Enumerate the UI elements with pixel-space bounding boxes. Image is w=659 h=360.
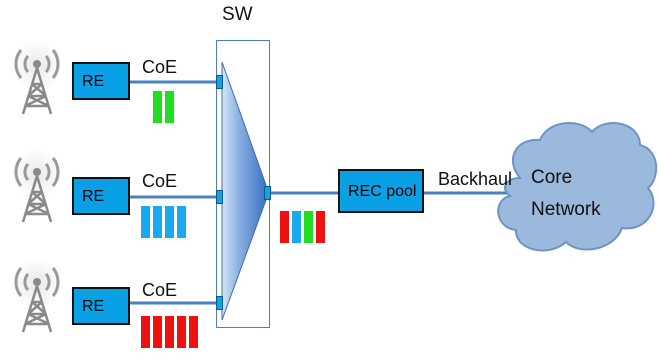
re-box-3: RE xyxy=(72,287,130,325)
re-box-1: RE xyxy=(72,62,130,100)
re-label: RE xyxy=(82,73,105,90)
switch-port-in-1 xyxy=(216,75,223,89)
frame-block xyxy=(188,315,199,349)
coe-label-2: CoE xyxy=(142,171,178,191)
frame-block xyxy=(176,315,187,349)
frame-block xyxy=(140,315,151,349)
switch-funnel xyxy=(221,61,267,321)
switch-label: SW xyxy=(222,4,253,25)
antenna-icon xyxy=(11,40,63,115)
switch-port-in-3 xyxy=(216,296,223,310)
core-network-cloud xyxy=(497,121,658,252)
switch-frame xyxy=(216,40,270,328)
backhaul-label: Backhaul xyxy=(438,169,513,189)
antenna-icon xyxy=(11,148,63,223)
frame-block xyxy=(152,90,163,124)
frame-block xyxy=(152,205,163,239)
switch-port-out xyxy=(264,186,271,200)
re-label: RE xyxy=(82,298,105,315)
rec-pool-box: REC pool xyxy=(338,169,424,213)
frame-block xyxy=(279,210,290,244)
frame-block xyxy=(164,90,175,124)
antenna-icon xyxy=(11,258,63,333)
frame-block xyxy=(176,205,187,239)
core-network-label-line1: Core xyxy=(531,167,573,188)
coe-label-1: CoE xyxy=(142,57,178,77)
frame-block xyxy=(315,210,326,244)
core-network-label-line2: Network xyxy=(531,199,601,220)
re-box-2: RE xyxy=(72,177,130,215)
frame-block xyxy=(164,205,175,239)
re-label: RE xyxy=(82,188,105,205)
frame-block xyxy=(164,315,175,349)
frame-block xyxy=(152,315,163,349)
frame-block xyxy=(291,210,302,244)
coe-label-3: CoE xyxy=(142,280,178,300)
frame-block xyxy=(140,205,151,239)
rec-pool-label: REC pool xyxy=(348,183,417,200)
switch-port-in-2 xyxy=(216,190,223,204)
frame-block xyxy=(303,210,314,244)
